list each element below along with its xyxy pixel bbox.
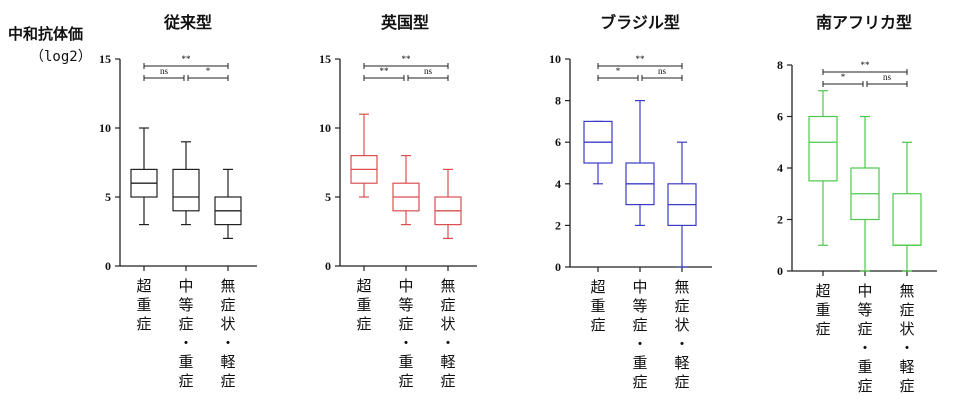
box-1 xyxy=(850,115,880,272)
y-tick-label: 4 xyxy=(555,177,561,191)
significance-bracket: ** xyxy=(822,60,908,75)
significance-label: ns xyxy=(883,72,892,82)
chart-panel-1: 英国型 0 5 10 15 ** ** ns 超重症 中等症・重症 無症状・軽症 xyxy=(319,13,477,390)
y-tick-label: 10 xyxy=(319,121,331,135)
significance-label: * xyxy=(616,66,621,76)
box-0 xyxy=(808,90,838,246)
box-2 xyxy=(892,141,922,272)
y-tick-label: 10 xyxy=(549,52,561,66)
category-label: 無症状・軽症 xyxy=(899,282,914,395)
chart-title: 英国型 xyxy=(380,13,429,32)
box-iqr xyxy=(808,115,838,182)
chart-title: 従来型 xyxy=(163,13,212,32)
y-tick-label: 0 xyxy=(555,260,561,274)
significance-bracket: ns xyxy=(143,66,185,81)
category-label: 無症状・軽症 xyxy=(220,277,235,390)
category-label: 無症状・軽症 xyxy=(440,277,455,390)
y-tick-label: 6 xyxy=(555,135,561,149)
category-label: 超重症 xyxy=(356,277,371,333)
significance-label: ** xyxy=(380,66,390,76)
chart-title: 南アフリカ型 xyxy=(816,13,912,32)
box-1 xyxy=(172,141,200,226)
significance-label: ns xyxy=(658,66,667,76)
significance-label: ** xyxy=(636,54,646,64)
significance-bracket: * xyxy=(187,66,229,81)
significance-label: ** xyxy=(402,54,412,64)
box-2 xyxy=(667,141,697,268)
box-2 xyxy=(434,168,462,239)
box-0 xyxy=(350,113,378,198)
significance-bracket: ns xyxy=(866,72,908,87)
y-axis-title: 中和抗体価 xyxy=(8,25,84,43)
box-1 xyxy=(625,99,655,226)
y-tick-label: 8 xyxy=(555,94,561,108)
y-tick-label: 10 xyxy=(99,121,111,135)
y-tick-label: 2 xyxy=(555,218,561,232)
y-tick-label: 6 xyxy=(777,110,783,124)
chart-title: ブラジル型 xyxy=(600,13,680,32)
significance-label: ns xyxy=(160,66,169,76)
significance-bracket: ns xyxy=(407,66,449,81)
y-tick-label: 15 xyxy=(99,52,111,66)
category-label: 超重症 xyxy=(815,282,830,338)
y-tick-label: 5 xyxy=(105,190,111,204)
box-0 xyxy=(130,127,158,226)
chart-panel-0: 従来型 0 5 10 15 ** ns * 超重症 中等症・重症 無症状・軽症 xyxy=(99,13,257,390)
category-label: 超重症 xyxy=(136,277,151,333)
box-2 xyxy=(214,168,242,239)
significance-label: ns xyxy=(424,66,433,76)
y-axis-label: 中和抗体価 （log2） xyxy=(8,22,92,68)
significance-bracket: ** xyxy=(143,54,229,69)
y-tick-label: 0 xyxy=(777,264,783,278)
category-label: 中等症・重症 xyxy=(178,277,193,390)
significance-label: * xyxy=(206,66,211,76)
significance-label: ** xyxy=(182,54,192,64)
significance-bracket: ** xyxy=(363,66,405,81)
box-0 xyxy=(583,120,613,185)
y-tick-label: 5 xyxy=(325,190,331,204)
y-tick-label: 4 xyxy=(777,161,783,175)
y-axis-unit: （log2） xyxy=(30,49,92,65)
significance-bracket: * xyxy=(822,72,864,87)
significance-bracket: ns xyxy=(641,66,683,81)
y-tick-label: 8 xyxy=(777,58,783,72)
y-tick-label: 2 xyxy=(777,213,783,227)
category-label: 中等症・重症 xyxy=(857,282,872,395)
box-iqr xyxy=(172,168,200,212)
significance-label: * xyxy=(841,72,846,82)
significance-bracket: ** xyxy=(363,54,449,69)
box-iqr xyxy=(892,193,922,246)
significance-bracket: * xyxy=(597,66,639,81)
y-tick-label: 15 xyxy=(319,52,331,66)
significance-bracket: ** xyxy=(597,54,683,69)
significance-label: ** xyxy=(861,60,871,70)
category-label: 無症状・軽症 xyxy=(674,278,689,391)
y-tick-label: 0 xyxy=(325,259,331,273)
category-label: 中等症・重症 xyxy=(398,277,413,390)
category-label: 超重症 xyxy=(590,278,605,334)
category-label: 中等症・重症 xyxy=(632,278,647,391)
box-1 xyxy=(392,155,420,226)
y-tick-label: 0 xyxy=(105,259,111,273)
